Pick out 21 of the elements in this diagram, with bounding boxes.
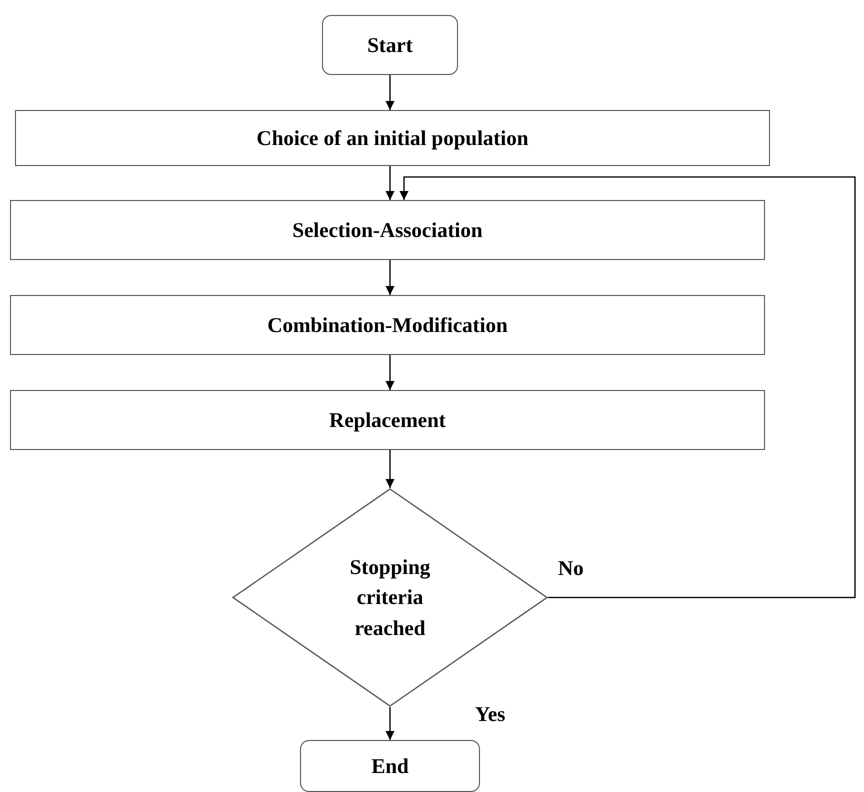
arrow — [400, 176, 856, 598]
decision-diamond — [232, 488, 548, 707]
terminal-box — [300, 740, 480, 792]
box-label: Start — [367, 32, 413, 59]
box-label: Choice of an initial population — [256, 124, 528, 152]
process-box — [10, 200, 765, 260]
box-label: Replacement — [329, 406, 446, 434]
arrow — [386, 355, 394, 390]
process-box — [15, 110, 770, 166]
box-label: Selection-Association — [292, 216, 483, 244]
process-box — [10, 295, 765, 355]
decision-label: Stopping criteria reached — [348, 554, 432, 642]
terminal-box — [322, 15, 458, 75]
arrow — [386, 260, 394, 295]
box-label: Combination-Modification — [267, 312, 508, 339]
arrow — [386, 707, 394, 740]
arrow — [386, 75, 394, 110]
arrow — [386, 450, 394, 488]
process-box — [10, 390, 765, 450]
box-label: End — [371, 752, 409, 780]
arrow — [386, 166, 394, 200]
